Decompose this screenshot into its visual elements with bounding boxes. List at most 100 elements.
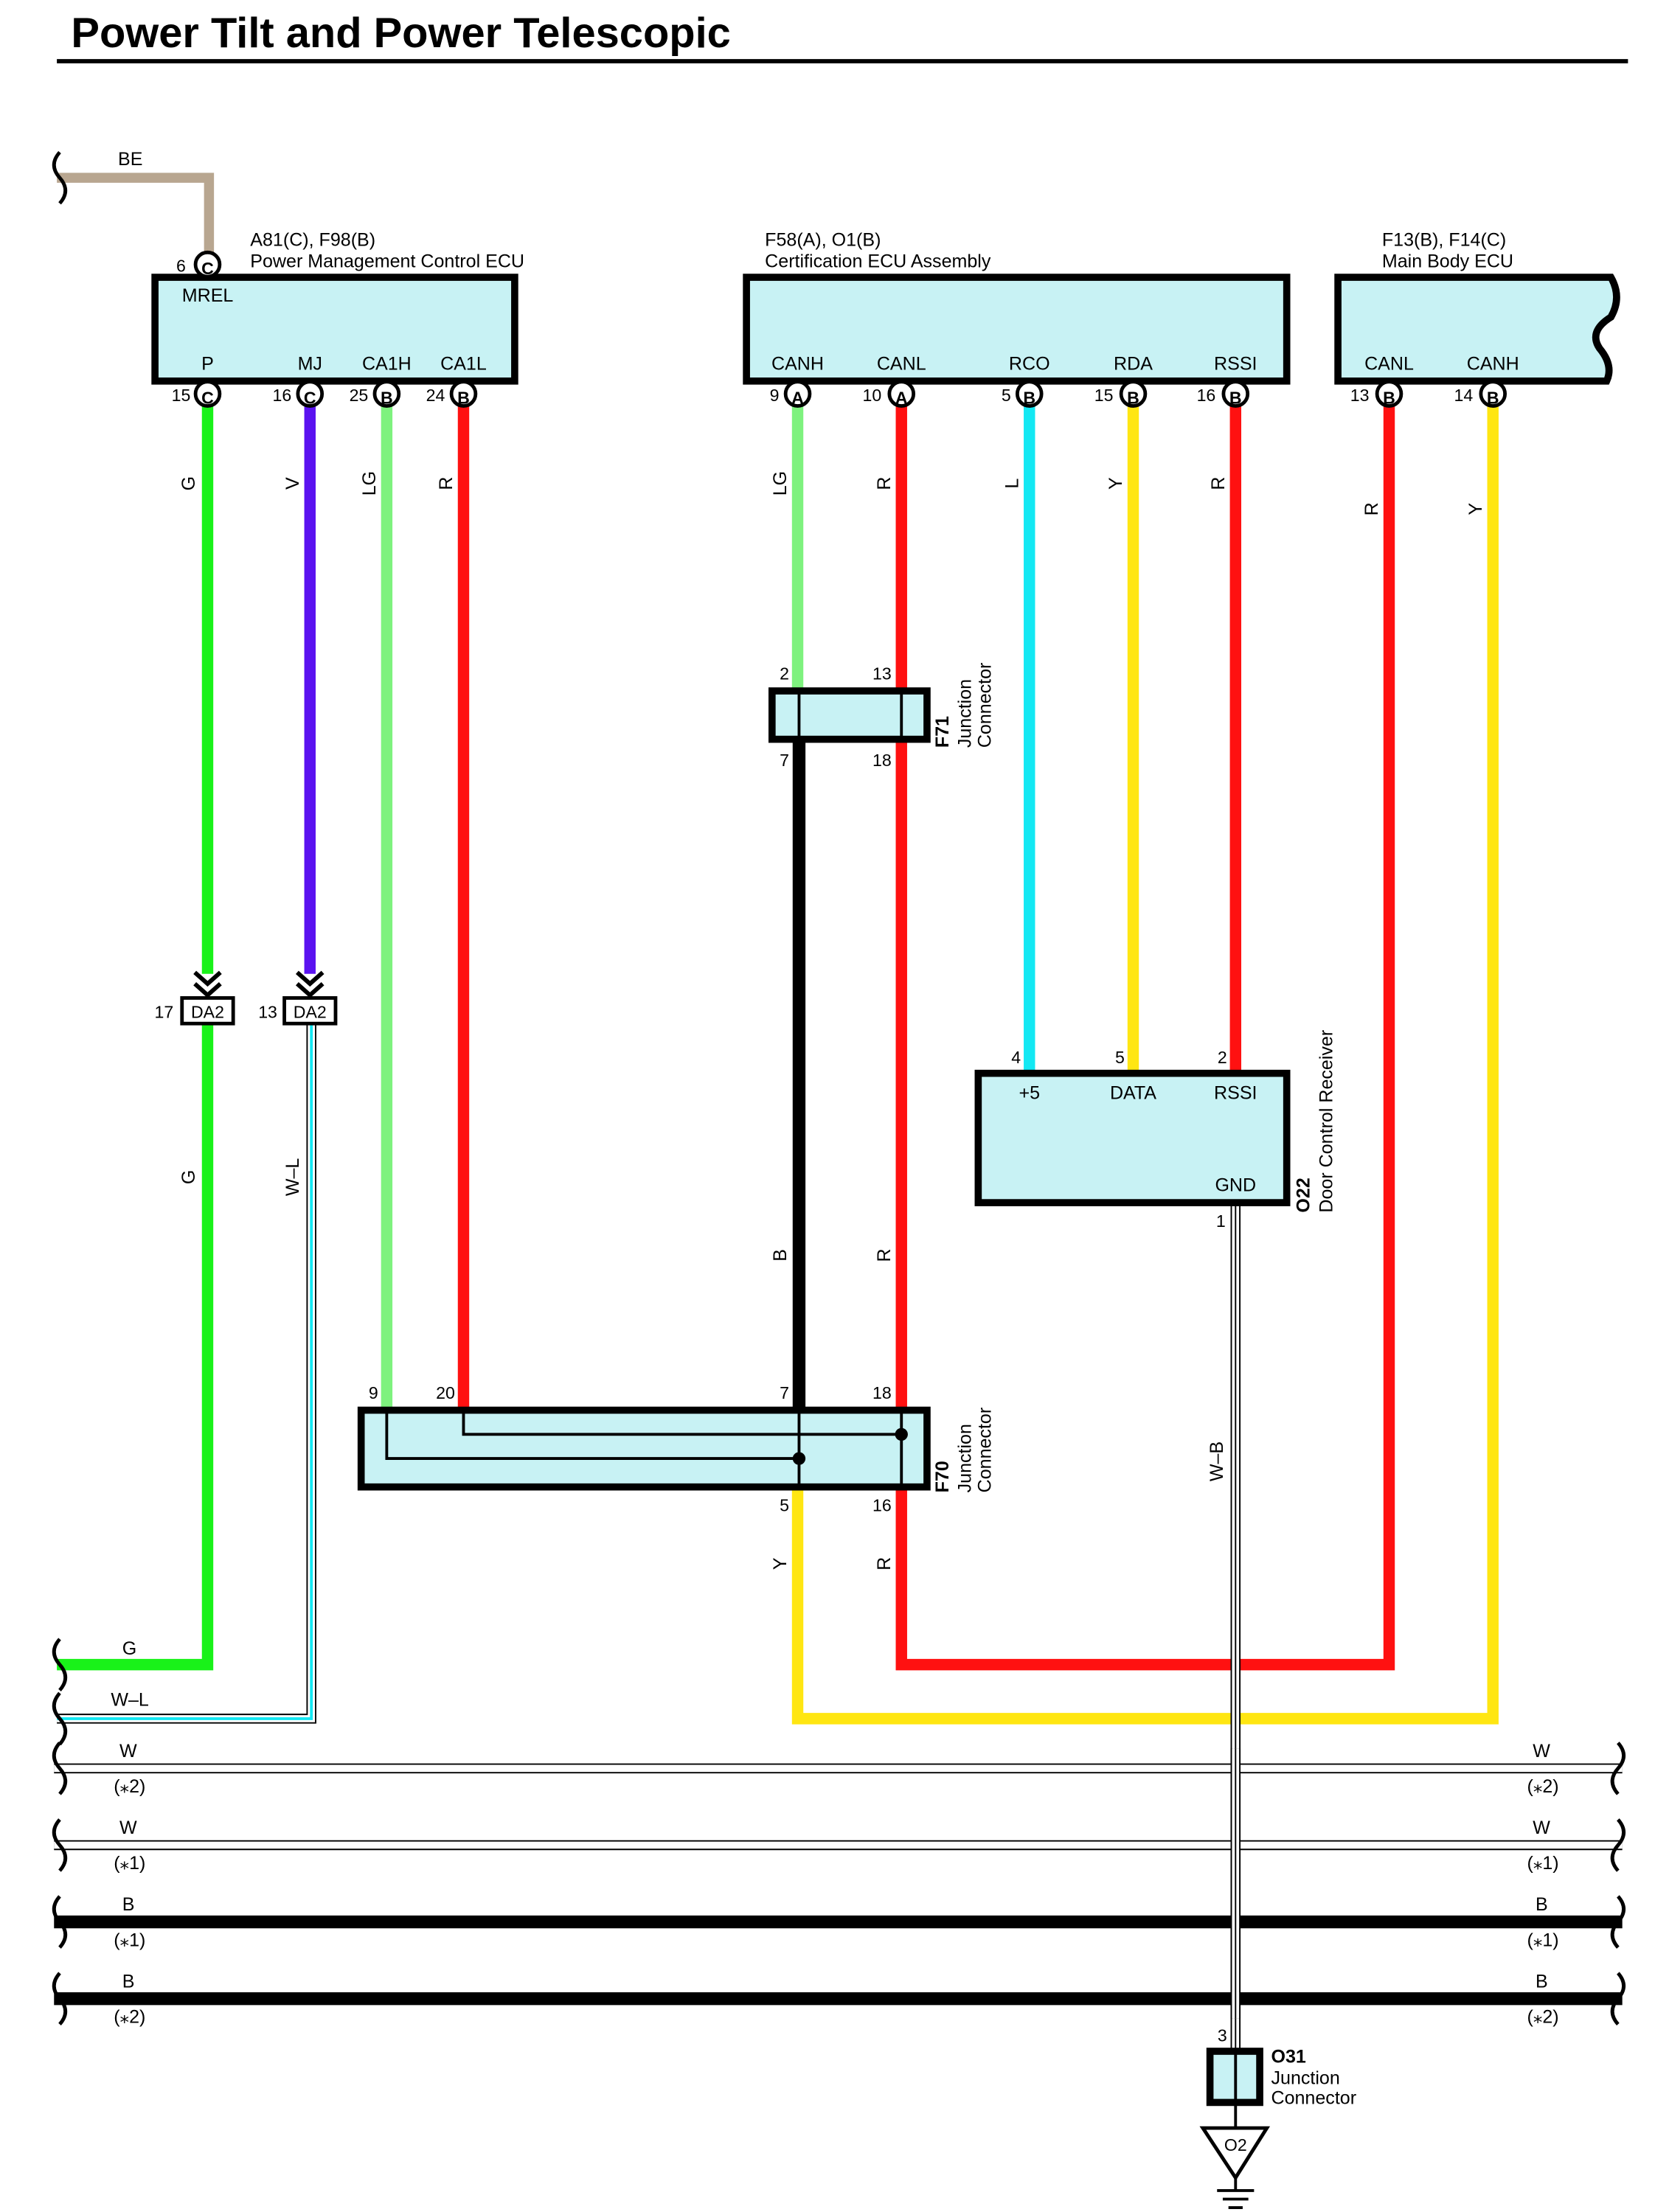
f71-pin-13: 13: [872, 664, 892, 684]
bus-w2-note-left: (⁎2): [114, 1776, 145, 1797]
wire-label-y-mbe: Y: [1465, 503, 1486, 515]
wire-wl-inner: [57, 1023, 316, 1722]
mbe-code: F13(B), F14(C): [1382, 230, 1506, 251]
wire-label-y-f70: Y: [770, 1557, 791, 1570]
pin-circle-mbe-canl: B: [1375, 380, 1404, 408]
pmc-pin-num-6: 6: [176, 256, 186, 275]
pmc-pin-num-16: 16: [272, 386, 291, 405]
pin-circle-mj: C: [296, 380, 325, 408]
wire-label-lg-canh: LG: [770, 471, 791, 495]
o31-code: O31: [1271, 2046, 1305, 2067]
o22-label-data: DATA: [1110, 1082, 1156, 1103]
f71-pin-2: 2: [780, 664, 789, 684]
svg-text:C: C: [201, 389, 214, 408]
o22-box: [974, 1069, 1291, 1206]
svg-text:B: B: [1127, 389, 1139, 408]
bus-b1-label-right: B: [1536, 1894, 1548, 1915]
wire-label-v: V: [282, 477, 303, 490]
da2-label-2: DA2: [294, 1002, 327, 1021]
cert-pin-num-10: 10: [863, 386, 882, 405]
cert-label-rssi: RSSI: [1214, 353, 1257, 374]
f71-box: [768, 687, 931, 743]
bus-w1-label-right: W: [1533, 1818, 1550, 1838]
cert-label-rda: RDA: [1114, 353, 1153, 374]
wire-label-r-mid: R: [874, 1248, 895, 1262]
svg-text:B: B: [1487, 389, 1499, 408]
cert-pin-num-16: 16: [1197, 386, 1216, 405]
f70-pin-9: 9: [369, 1383, 378, 1402]
pin-circle-mrel: C: [193, 250, 222, 279]
wire-be: [57, 173, 215, 254]
wire-label-g-top: G: [178, 476, 199, 490]
f70-box: [357, 1406, 931, 1491]
f70-name-2: Connector: [975, 1408, 996, 1493]
o31-name-2: Connector: [1271, 2087, 1356, 2108]
da2-chevrons: [193, 970, 325, 998]
o22-code: O22: [1294, 1178, 1314, 1212]
bus-w1-note-right: (⁎1): [1527, 1853, 1558, 1874]
wire-label-r-rssi: R: [1208, 477, 1229, 490]
pmc-label-ca1l: CA1L: [440, 353, 487, 374]
wire-label-b: B: [770, 1249, 791, 1262]
wire-label-g-lower: G: [178, 1170, 199, 1184]
f70-pin-7: 7: [780, 1383, 789, 1402]
cert-pin-num-5: 5: [1002, 386, 1011, 405]
pmc-label-ca1h: CA1H: [362, 353, 412, 374]
cert-pin-num-9: 9: [770, 386, 780, 405]
ground-code: O2: [1224, 2135, 1247, 2154]
wire-wl-stripe: [57, 1023, 313, 1720]
pmc-label-mj: MJ: [298, 353, 322, 374]
da2-label-1: DA2: [191, 1002, 224, 1021]
mbe-pin-num-13: 13: [1350, 386, 1370, 405]
bus-b1-note-left: (⁎1): [114, 1930, 145, 1950]
pin-circle-p: C: [193, 380, 222, 408]
ground-triangle: [1199, 2126, 1271, 2182]
svg-text:A: A: [895, 389, 908, 408]
pin-circle-rco: B: [1015, 380, 1044, 408]
ground-icon: [1217, 2177, 1255, 2210]
pmc-label-mrel: MREL: [182, 285, 234, 306]
f70-pin-16: 16: [872, 1495, 892, 1514]
wire-label-lg-ca1h: LG: [359, 471, 380, 495]
cert-ecu-box: [743, 274, 1291, 385]
pmc-pin-num-25: 25: [350, 386, 369, 405]
o31-pin-3: 3: [1218, 2026, 1227, 2045]
bus-w2-note-right: (⁎2): [1527, 1776, 1558, 1797]
pin-circles: C C C B B A A B B B B B: [193, 250, 1507, 408]
cert-label-rco: RCO: [1009, 353, 1050, 374]
cert-label-canl: CANL: [877, 353, 926, 374]
wire-g-lower: [57, 1023, 214, 1671]
wire-label-wl: W–L: [282, 1158, 303, 1197]
bus-b1-note-right: (⁎1): [1527, 1930, 1558, 1950]
bus-w1-label-left: W: [119, 1818, 137, 1838]
f71-name-1: Junction: [955, 679, 976, 748]
wire-wl-outer: [57, 1023, 316, 1724]
f71-name-2: Connector: [975, 663, 996, 748]
o22-label-gnd: GND: [1215, 1175, 1256, 1196]
bus-b2-note-left: (⁎2): [114, 2006, 145, 2027]
bus-b2-label-left: B: [122, 1971, 135, 1992]
wire-y-mbe-canh: [791, 405, 1499, 1725]
pmc-label-p: P: [201, 353, 214, 374]
wire-label-r-canl: R: [874, 477, 895, 490]
main-body-ecu-box: [1334, 274, 1620, 385]
svg-text:A: A: [791, 389, 804, 408]
wire-label-be: BE: [118, 149, 142, 170]
wire-r-mbe-canl: [895, 405, 1395, 1671]
o22-label-5v: +5: [1019, 1082, 1040, 1103]
pmc-name: Power Management Control ECU: [250, 251, 524, 272]
bus-w2-label-left: W: [119, 1741, 137, 1761]
f70-code: F70: [932, 1461, 953, 1492]
f70-name-1: Junction: [955, 1424, 976, 1492]
mbe-pin-num-14: 14: [1454, 386, 1474, 405]
pin-circle-ca1h: B: [372, 380, 401, 408]
svg-text:C: C: [201, 259, 214, 278]
wire-label-wl-bottom: W–L: [111, 1690, 149, 1711]
pin-circle-rda: B: [1119, 380, 1148, 408]
svg-text:B: B: [1023, 389, 1035, 408]
page-title: Power Tilt and Power Telescopic: [71, 10, 730, 57]
svg-text:C: C: [304, 389, 316, 408]
bus-b1-label-left: B: [122, 1894, 135, 1915]
wire-label-g-bottom: G: [122, 1638, 136, 1659]
wire-label-y-rda: Y: [1106, 477, 1126, 490]
